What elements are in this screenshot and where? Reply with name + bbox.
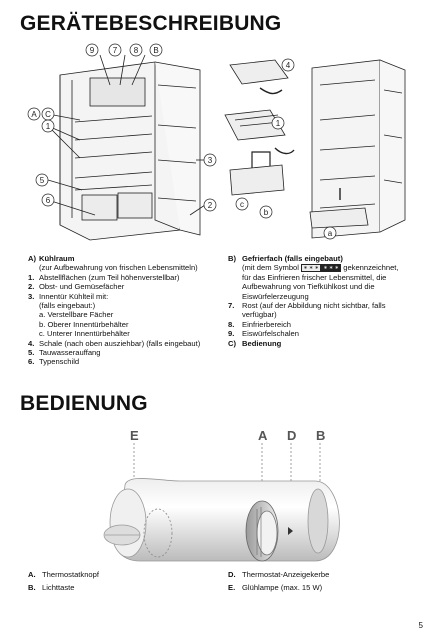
callout-2: 2 bbox=[208, 201, 213, 210]
legend-left: A)Kühlraum (zur Aufbewahrung von frische… bbox=[28, 254, 218, 367]
legend-a: A)Kühlraum bbox=[28, 254, 75, 263]
legend-6: 6.Typenschild bbox=[28, 357, 80, 367]
legend-bottom-left: A.Thermostatknopf B.Lichttaste bbox=[28, 570, 198, 593]
legend-2: 2.Obst- und Gemüsefächer bbox=[28, 282, 125, 292]
legend-9: 9.Eiswürfelschalen bbox=[228, 329, 299, 339]
legend-8: 8.Einfrierbereich bbox=[228, 319, 291, 329]
legend-3b: b. Oberer Innentürbehälter bbox=[39, 319, 129, 329]
legend-3a: a. Verstellbare Fächer bbox=[39, 310, 114, 320]
page-number: 5 bbox=[418, 621, 423, 630]
legend-light-button: B.Lichttaste bbox=[28, 583, 75, 593]
legend-thermostat-knob: A.Thermostatknopf bbox=[28, 570, 99, 579]
control-panel-diagram bbox=[103, 443, 340, 562]
label-b: B bbox=[316, 428, 326, 443]
callout-6: 6 bbox=[46, 196, 51, 205]
freezer-star-dark-icon: ∗ ∗ ∗ bbox=[321, 264, 342, 273]
callout-b-small: b bbox=[264, 208, 269, 217]
callout-c: C bbox=[45, 110, 51, 119]
legend-1: 1.Abstellflächen (zum Teil höhenverstell… bbox=[28, 272, 180, 282]
callout-9: 9 bbox=[90, 46, 95, 55]
label-e: E bbox=[130, 428, 139, 443]
label-d: D bbox=[287, 428, 297, 443]
freezer-star-icon: ∗ ∗ ∗ bbox=[301, 264, 322, 273]
legend-3-note: (falls eingebaut:) bbox=[39, 301, 96, 311]
callout-c-small: c bbox=[240, 200, 244, 209]
callout-1b: 1 bbox=[276, 119, 281, 128]
legend-bottom-right: D.Thermostat-Anzeigekerbe E.Glühlampe (m… bbox=[228, 570, 418, 593]
page-title: GERÄTEBESCHREIBUNG bbox=[20, 12, 282, 35]
legend-7-cont: verfügbar) bbox=[242, 310, 277, 320]
legend-3c: c. Unterer Innentürbehälter bbox=[39, 329, 130, 339]
callout-1: 1 bbox=[46, 122, 51, 131]
legend-b-desc: (mit dem Symbol ∗ ∗ ∗∗ ∗ ∗ gekennzeichne… bbox=[242, 263, 399, 301]
legend-b: B)Gefrierfach (falls eingebaut) bbox=[228, 254, 343, 263]
callout-5: 5 bbox=[40, 176, 45, 185]
callout-4: 4 bbox=[286, 61, 291, 70]
callout-a: A bbox=[31, 110, 37, 119]
legend-3: 3.Innentür Kühlteil mit: bbox=[28, 291, 109, 301]
legend-thermostat-notch: D.Thermostat-Anzeigekerbe bbox=[228, 570, 330, 579]
callout-b: B bbox=[153, 46, 158, 55]
section-title-bedienung: BEDIENUNG bbox=[20, 392, 148, 415]
fridge-diagram: 9 7 8 B 4 C A 1 1 3 5 2 6 c b a bbox=[27, 43, 406, 241]
callout-a-small: a bbox=[328, 229, 333, 238]
callout-3: 3 bbox=[208, 156, 213, 165]
legend-4: 4.Schale (nach oben ausziehbar) (falls e… bbox=[28, 338, 201, 348]
legend-bulb: E.Glühlampe (max. 15 W) bbox=[228, 583, 323, 593]
legend-right: B)Gefrierfach (falls eingebaut) (mit dem… bbox=[228, 254, 418, 348]
legend-a-desc: (zur Aufbewahrung von frischen Lebensmit… bbox=[39, 263, 198, 273]
legend-5: 5.Tauwasserauffang bbox=[28, 348, 101, 358]
callout-8: 8 bbox=[134, 46, 139, 55]
legend-7: 7.Rost (auf der Abbildung nicht sichtbar… bbox=[228, 301, 386, 311]
label-a: A bbox=[258, 428, 268, 443]
legend-c: C)Bedienung bbox=[228, 338, 282, 348]
callout-7: 7 bbox=[113, 46, 118, 55]
